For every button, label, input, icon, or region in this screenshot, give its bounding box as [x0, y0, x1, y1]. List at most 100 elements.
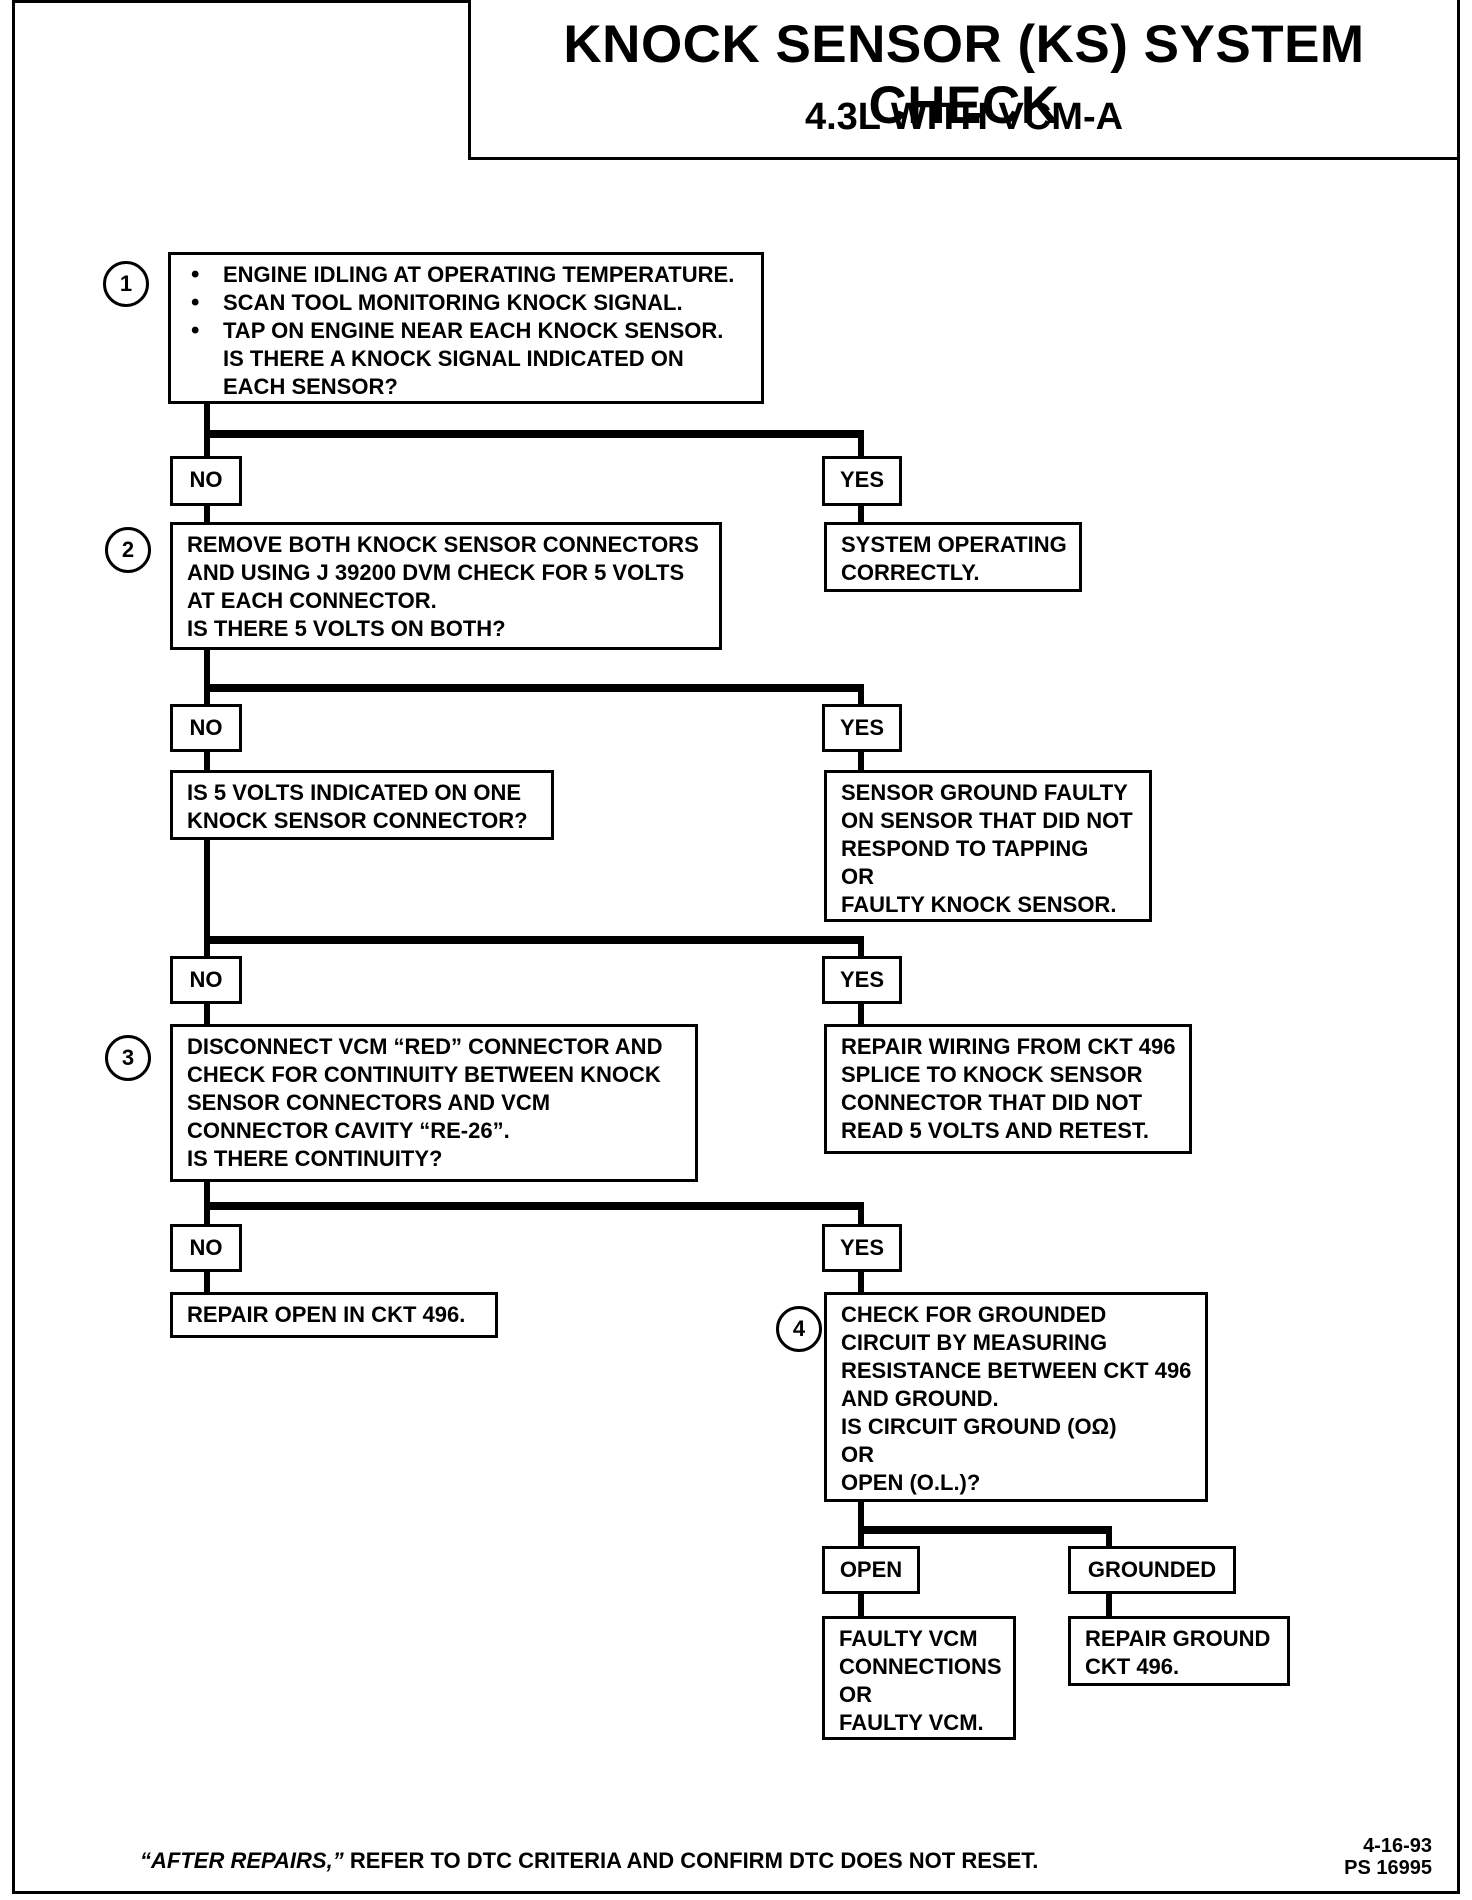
- no-label: NO: [170, 456, 242, 506]
- box-line: IS THERE CONTINUITY?: [187, 1146, 443, 1171]
- grounded-label: GROUNDED: [1068, 1546, 1236, 1594]
- step-2-marker: 2: [105, 527, 151, 573]
- page-title: KNOCK SENSOR (KS) SYSTEM CHECK: [563, 15, 1365, 135]
- connector-line: [204, 1000, 210, 1026]
- box-line: RESISTANCE BETWEEN CKT 496: [841, 1358, 1192, 1383]
- open-label: OPEN: [822, 1546, 920, 1594]
- connector-line: [858, 1202, 864, 1226]
- connector-line: [858, 1268, 864, 1294]
- bullet-item: SCAN TOOL MONITORING KNOCK SIGNAL.: [185, 289, 751, 317]
- no-label: NO: [170, 704, 242, 752]
- step-4-marker: 4: [776, 1306, 822, 1352]
- yes-label: YES: [822, 456, 902, 506]
- bullet-item: ENGINE IDLING AT OPERATING TEMPERATURE.: [185, 261, 751, 289]
- box-line: FAULTY KNOCK SENSOR.: [841, 892, 1117, 917]
- connector-line: [1106, 1526, 1112, 1548]
- box-line: REMOVE BOTH KNOCK SENSOR CONNECTORS: [187, 532, 699, 557]
- box-line: RESPOND TO TAPPING: [841, 836, 1089, 861]
- document-reference: 4-16-93 PS 16995: [1344, 1835, 1432, 1879]
- repair-ground-box: REPAIR GROUND CKT 496.: [1068, 1616, 1290, 1686]
- connector-line: [204, 1268, 210, 1294]
- box-line: CONNECTIONS: [839, 1654, 1002, 1679]
- connector-line: [204, 1202, 864, 1210]
- footer-emphasis: “AFTER REPAIRS,”: [140, 1848, 344, 1873]
- connector-line: [858, 1000, 864, 1026]
- step-1-question: EACH SENSOR?: [223, 374, 398, 399]
- connector-line: [204, 1172, 210, 1226]
- connector-line: [858, 1526, 1112, 1534]
- box-line: CONNECTOR THAT DID NOT: [841, 1090, 1143, 1115]
- box-line: FAULTY VCM.: [839, 1710, 984, 1735]
- connector-line: [1106, 1590, 1112, 1618]
- box-line: ON SENSOR THAT DID NOT: [841, 808, 1133, 833]
- connector-line: [204, 404, 210, 472]
- box-line: OR: [841, 864, 874, 889]
- repair-open-box: REPAIR OPEN IN CKT 496.: [170, 1292, 498, 1338]
- one-connector-question-box: IS 5 VOLTS INDICATED ON ONE KNOCK SENSOR…: [170, 770, 554, 840]
- document-code: PS 16995: [1344, 1857, 1432, 1879]
- title-box: KNOCK SENSOR (KS) SYSTEM CHECK 4.3L WITH…: [468, 0, 1460, 160]
- yes-label: YES: [822, 1224, 902, 1272]
- yes-label: YES: [822, 956, 902, 1004]
- box-line: CIRCUIT BY MEASURING: [841, 1330, 1108, 1355]
- page-subtitle: 4.3L WITH VCM-A: [804, 96, 1124, 138]
- box-line: REPAIR OPEN IN CKT 496.: [187, 1302, 466, 1327]
- box-line: FAULTY VCM: [839, 1626, 978, 1651]
- sensor-ground-box: SENSOR GROUND FAULTY ON SENSOR THAT DID …: [824, 770, 1152, 922]
- connector-line: [204, 748, 210, 772]
- step-1-question: IS THERE A KNOCK SIGNAL INDICATED ON: [223, 346, 684, 371]
- connector-line: [858, 502, 864, 526]
- no-label: NO: [170, 956, 242, 1004]
- step-2-box: REMOVE BOTH KNOCK SENSOR CONNECTORS AND …: [170, 522, 722, 650]
- connector-line: [858, 1590, 864, 1618]
- box-line: CHECK FOR GROUNDED: [841, 1302, 1107, 1327]
- yes-label: YES: [822, 704, 902, 752]
- box-line: AND GROUND.: [841, 1386, 999, 1411]
- box-line: SENSOR GROUND FAULTY: [841, 780, 1128, 805]
- repair-wiring-box: REPAIR WIRING FROM CKT 496 SPLICE TO KNO…: [824, 1024, 1192, 1154]
- box-line: SPLICE TO KNOCK SENSOR: [841, 1062, 1143, 1087]
- step-1-box: ENGINE IDLING AT OPERATING TEMPERATURE. …: [168, 252, 764, 404]
- system-ok-box: SYSTEM OPERATING CORRECTLY.: [824, 522, 1082, 592]
- box-line: READ 5 VOLTS AND RETEST.: [841, 1118, 1150, 1143]
- step-1-marker: 1: [103, 261, 149, 307]
- box-line: IS THERE 5 VOLTS ON BOTH?: [187, 616, 506, 641]
- box-line: IS CIRCUIT GROUND (OΩ): [841, 1414, 1117, 1439]
- box-line: CONNECTOR CAVITY “RE-26”.: [187, 1118, 510, 1143]
- connector-line: [858, 430, 864, 472]
- document-date: 4-16-93: [1363, 1835, 1432, 1857]
- connector-line: [858, 1498, 864, 1548]
- box-line: SENSOR CONNECTORS AND VCM: [187, 1090, 551, 1115]
- footer-text: REFER TO DTC CRITERIA AND CONFIRM DTC DO…: [343, 1848, 1039, 1873]
- box-line: SYSTEM OPERATING: [841, 532, 1067, 557]
- connector-line: [858, 936, 864, 958]
- connector-line: [858, 748, 864, 772]
- connector-line: [204, 838, 210, 958]
- bullet-item: TAP ON ENGINE NEAR EACH KNOCK SENSOR.: [185, 317, 751, 345]
- step-1-bullets: ENGINE IDLING AT OPERATING TEMPERATURE. …: [185, 261, 751, 345]
- box-line: KNOCK SENSOR CONNECTOR?: [187, 808, 528, 833]
- connector-line: [204, 684, 864, 692]
- step-4-box: CHECK FOR GROUNDED CIRCUIT BY MEASURING …: [824, 1292, 1208, 1502]
- box-line: DISCONNECT VCM “RED” CONNECTOR AND: [187, 1034, 663, 1059]
- box-line: CORRECTLY.: [841, 560, 980, 585]
- step-3-marker: 3: [105, 1035, 151, 1081]
- box-line: AT EACH CONNECTOR.: [187, 588, 437, 613]
- box-line: IS 5 VOLTS INDICATED ON ONE: [187, 780, 522, 805]
- box-line: REPAIR GROUND: [1085, 1626, 1271, 1651]
- no-label: NO: [170, 1224, 242, 1272]
- box-line: CKT 496.: [1085, 1654, 1180, 1679]
- connector-line: [204, 648, 210, 706]
- box-line: OR: [841, 1442, 874, 1467]
- connector-line: [858, 684, 864, 706]
- connector-line: [204, 430, 864, 438]
- step-3-box: DISCONNECT VCM “RED” CONNECTOR AND CHECK…: [170, 1024, 698, 1182]
- connector-line: [204, 936, 864, 944]
- footer-note: “AFTER REPAIRS,” REFER TO DTC CRITERIA A…: [140, 1848, 1038, 1874]
- connector-line: [204, 502, 210, 526]
- box-line: REPAIR WIRING FROM CKT 496: [841, 1034, 1176, 1059]
- box-line: AND USING J 39200 DVM CHECK FOR 5 VOLTS: [187, 560, 685, 585]
- box-line: OPEN (O.L.)?: [841, 1470, 981, 1495]
- box-line: OR: [839, 1682, 872, 1707]
- box-line: CHECK FOR CONTINUITY BETWEEN KNOCK: [187, 1062, 661, 1087]
